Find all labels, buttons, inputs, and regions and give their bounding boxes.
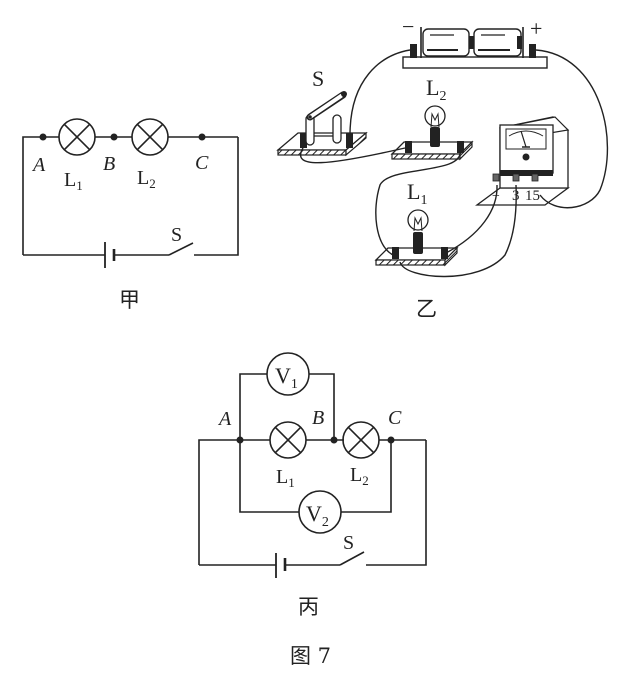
label-switch-s: S bbox=[312, 66, 324, 91]
wire-right bbox=[366, 440, 427, 566]
wire-switch-to-l2 bbox=[300, 147, 406, 164]
knife-switch bbox=[276, 91, 368, 157]
figure-caption: 图 7 bbox=[290, 644, 331, 668]
caption-bing: 丙 bbox=[298, 595, 319, 619]
battery-positive-label: + bbox=[530, 16, 542, 41]
node-c bbox=[387, 436, 395, 444]
battery-cell-1 bbox=[422, 28, 470, 57]
lamp-l2-symbol bbox=[131, 118, 169, 156]
battery-holder bbox=[402, 27, 548, 69]
label-b: B bbox=[312, 407, 324, 429]
lamp-l2-symbol bbox=[342, 421, 380, 459]
wire-l2-to-l1 bbox=[375, 149, 461, 256]
label-a: A bbox=[217, 408, 232, 430]
caption-jia: 甲 bbox=[119, 288, 140, 312]
voltmeter-v2-symbol bbox=[298, 490, 342, 534]
label-l2: L2 bbox=[137, 167, 156, 191]
label-v1: V1 bbox=[275, 363, 298, 392]
label-l2: L2 bbox=[350, 464, 369, 488]
wire-v2-left bbox=[239, 440, 299, 513]
wire-left bbox=[198, 439, 270, 565]
node-a bbox=[236, 436, 244, 444]
label-l1: L1 bbox=[64, 169, 83, 193]
label-a: A bbox=[31, 154, 46, 176]
label-c: C bbox=[195, 152, 209, 174]
voltmeter-v1-symbol bbox=[266, 352, 310, 396]
lamp-l1-holder bbox=[374, 209, 459, 267]
wire-left-top bbox=[22, 136, 59, 255]
wire-v1-left bbox=[239, 373, 267, 440]
battery-cell-2 bbox=[473, 28, 522, 57]
circuit-bing: V1 V2 A B C L1 L2 S 丙 bbox=[198, 352, 427, 619]
label-switch: S bbox=[171, 224, 182, 246]
label-b: B bbox=[103, 153, 115, 175]
lamp-l1-symbol bbox=[58, 118, 96, 156]
wire-right bbox=[194, 137, 239, 256]
circuit-jia: A B C L1 L2 S 甲 bbox=[22, 118, 239, 312]
node-b bbox=[110, 133, 118, 141]
wire-v2-right bbox=[341, 440, 392, 513]
battery-negative-label: − bbox=[402, 14, 414, 39]
node-c bbox=[198, 133, 206, 141]
terminal-15: 15 bbox=[525, 188, 540, 204]
label-l2-yi: L2 bbox=[426, 75, 446, 104]
lamp-l2-holder bbox=[390, 105, 474, 161]
wire-battery-neg-to-switch bbox=[349, 49, 411, 136]
label-l1: L1 bbox=[276, 466, 295, 490]
label-switch: S bbox=[343, 532, 354, 554]
label-l1-yi: L1 bbox=[407, 179, 427, 208]
node-b bbox=[330, 436, 338, 444]
circuit-yi: − + S L2 bbox=[276, 14, 609, 321]
caption-yi: 乙 bbox=[416, 297, 437, 321]
switch-blade bbox=[339, 551, 365, 566]
lamp-l1-symbol bbox=[269, 421, 307, 459]
node-a bbox=[39, 133, 47, 141]
label-v2: V2 bbox=[306, 501, 329, 530]
voltmeter bbox=[475, 116, 570, 206]
wire-l1-to-voltmeter-neg bbox=[445, 184, 498, 254]
wire-battery-pos-to-voltmeter-15 bbox=[535, 49, 609, 209]
wire-v1-right bbox=[309, 373, 335, 440]
switch-blade bbox=[168, 242, 194, 256]
label-c: C bbox=[388, 407, 402, 429]
wire-l1-to-voltmeter-3 bbox=[399, 184, 517, 278]
